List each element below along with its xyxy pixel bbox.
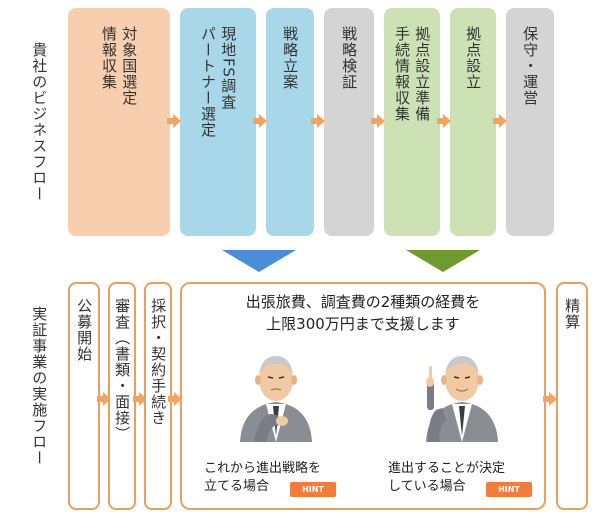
case-strategy-planning-line2: 立てる場合 (204, 478, 270, 494)
step-adoption-contract: 採択・契約手続き (144, 282, 172, 510)
support-heading-line1: 出張旅費、調査費の2種類の経費を (245, 293, 481, 311)
stage-text-line: 拠点設立準備 (413, 26, 432, 122)
step-adoption-contract-label: 採択・契約手続き (149, 298, 168, 426)
businessman-pointing-figure (426, 356, 498, 442)
green-down-arrow (406, 250, 480, 272)
stage-strategy-plan-label: 戦略立案 (280, 26, 300, 236)
flow-arrow (437, 114, 451, 128)
support-heading-line2: 上限300万円まで支援します (266, 314, 460, 333)
stage-target-country-label: 対象国選定情報収集 (99, 26, 140, 236)
flow-arrow (167, 114, 181, 128)
flow-arrow (371, 114, 385, 128)
stage-text-line: 対象国選定 (120, 26, 139, 106)
stage-text-line: 現地FS調査 (219, 26, 238, 110)
case-expansion-decided-line1: 進出することが決定 (388, 461, 506, 476)
stage-text-line: 戦略立案 (281, 26, 300, 90)
support-box: 出張旅費、調査費の2種類の経費を 上限300万円まで支援します (180, 282, 546, 510)
step-public-offering-label: 公募開始 (75, 298, 94, 362)
stage-strategy-plan: 戦略立案 (266, 8, 314, 236)
hint-badge-2: HINT (486, 482, 532, 497)
hint-badge-1: HINT (290, 482, 336, 497)
flow-arrow (493, 114, 507, 128)
stage-base-setup: 拠点設立 (450, 8, 496, 236)
stage-base-setup-label: 拠点設立 (463, 26, 483, 236)
stage-maintenance: 保守・運営 (506, 8, 554, 236)
step-review: 審査（書類・面接） (108, 282, 136, 510)
case-strategy-planning-line1: これから進出戦略を (204, 461, 322, 476)
stage-text-line: 戦略検証 (340, 26, 359, 90)
case-expansion-decided-line2: している場合 (388, 478, 466, 494)
businessman-thinking-figure (240, 356, 312, 442)
stage-local-fs-label: 現地FS調査パートナー選定 (198, 26, 239, 236)
flow-arrow (168, 392, 182, 406)
case-expansion-decided: 進出することが決定 している場合 (388, 460, 505, 495)
flow-arrow (97, 392, 111, 406)
stage-local-fs: 現地FS調査パートナー選定 (180, 8, 256, 236)
flow-arrow (311, 114, 325, 128)
blue-down-arrow (222, 250, 296, 272)
flow-arrow (543, 392, 557, 406)
step-settlement: 精算 (556, 282, 588, 510)
stage-strategy-verify-label: 戦略検証 (339, 26, 359, 236)
stage-maintenance-label: 保守・運営 (520, 26, 540, 236)
case-strategy-planning: これから進出戦略を 立てる場合 (204, 460, 321, 495)
stage-base-prep-label: 拠点設立準備手続情報収集 (392, 26, 433, 236)
flow-arrow (253, 114, 267, 128)
step-review-label: 審査（書類・面接） (113, 298, 132, 442)
stage-target-country: 対象国選定情報収集 (68, 8, 170, 236)
stage-text-line: 保守・運営 (521, 26, 540, 106)
stage-text-line: 拠点設立 (464, 26, 483, 90)
step-public-offering: 公募開始 (68, 282, 100, 510)
step-settlement-label: 精算 (563, 298, 582, 330)
stage-text-line: 手続情報収集 (393, 26, 411, 122)
flow-arrow (133, 392, 147, 406)
stage-text-line: パートナー選定 (199, 26, 217, 138)
support-heading: 出張旅費、調査費の2種類の経費を 上限300万円まで支援します (182, 292, 544, 336)
stage-base-prep: 拠点設立準備手続情報収集 (384, 8, 440, 236)
stage-strategy-verify: 戦略検証 (324, 8, 374, 236)
demo-flow-label: 実証事業の実施フロー (30, 306, 49, 466)
business-flow-label: 貴社のビジネスフロー (30, 42, 49, 202)
stage-text-line: 情報収集 (100, 26, 118, 90)
